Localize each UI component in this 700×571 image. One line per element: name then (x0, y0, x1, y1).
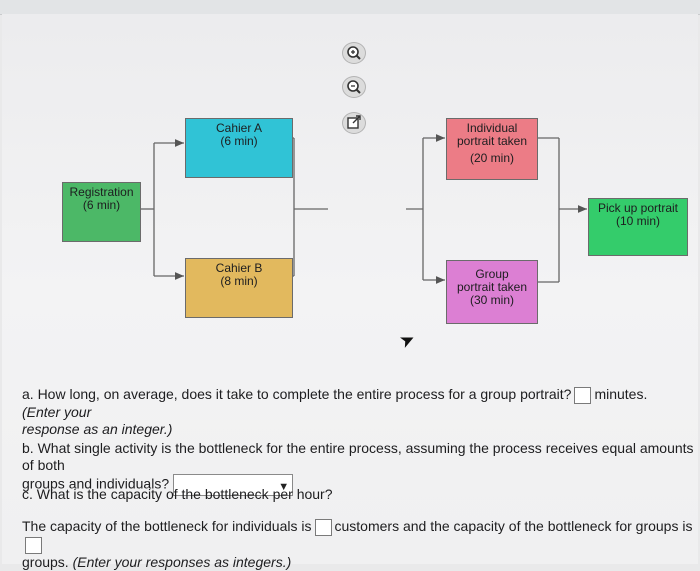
bottleneck-dropdown[interactable]: ▼ (173, 474, 294, 496)
zoom-in-icon[interactable] (342, 42, 366, 64)
cashier-b-label: Cahier B (215, 261, 263, 275)
flow-connectors (141, 134, 587, 284)
registration-time: (6 min) (82, 198, 121, 212)
popout-icon[interactable] (342, 112, 366, 134)
question-c-note: (Enter your responses as integers.) (72, 553, 292, 570)
question-a-unit: minutes. (594, 386, 648, 402)
group-time-answer-input[interactable] (574, 386, 592, 404)
question-c-line-1a: The capacity of the bottleneck for indiv… (22, 518, 312, 534)
cashier-a-time: (6 min) (220, 134, 258, 148)
cashier-a-box: Cahier A (6 min) (185, 118, 293, 178)
question-a-note-1: (Enter your (22, 403, 92, 420)
individual-capacity-input[interactable] (314, 518, 332, 536)
group-label-1: Group (475, 267, 509, 281)
registration-label: Registration (69, 185, 134, 199)
pickup-portrait-box: Pick up portrait (10 min) (588, 198, 688, 256)
question-b-line-2: groups and individuals? (22, 475, 170, 492)
question-c-text: c. What is the capacity of the bottlenec… (22, 486, 333, 502)
pickup-time: (10 min) (615, 214, 660, 228)
content-area: Registration (6 min) Cahier A (6 min) Ca… (2, 14, 698, 570)
question-a-text: a. How long, on average, does it take to… (22, 386, 572, 402)
question-b-line-1: b. What single activity is the bottlenec… (22, 440, 694, 473)
question-c-line-2: groups. (22, 553, 69, 570)
dropdown-arrow-icon: ▼ (278, 481, 290, 493)
cashier-a-label: Cahier A (215, 121, 263, 135)
pickup-label: Pick up portrait (597, 201, 679, 215)
individual-label-2: portrait taken (456, 134, 528, 148)
question-a-note-2: response as an integer.) (22, 420, 173, 437)
group-time: (30 min) (469, 293, 514, 307)
question-c-answers: The capacity of the bottleneck for indiv… (22, 518, 694, 571)
question-c: c. What is the capacity of the bottlenec… (22, 486, 333, 502)
question-a: a. How long, on average, does it take to… (22, 386, 682, 438)
individual-portrait-box: Individual portrait taken (20 min) (446, 118, 538, 180)
individual-label-1: Individual (466, 121, 518, 135)
cashier-b-box: Cahier B (8 min) (185, 258, 293, 318)
top-toolbar (0, 0, 700, 15)
individual-time: (20 min) (469, 151, 514, 165)
cashier-b-time: (8 min) (220, 274, 258, 288)
group-portrait-box: Group portrait taken (30 min) (446, 260, 538, 324)
group-label-2: portrait taken (456, 280, 528, 294)
question-b: b. What single activity is the bottlenec… (22, 440, 694, 496)
group-capacity-input[interactable] (25, 536, 42, 554)
registration-box: Registration (6 min) (62, 182, 141, 242)
question-c-line-1b: customers and the capacity of the bottle… (334, 518, 693, 534)
zoom-out-icon[interactable] (342, 76, 366, 98)
